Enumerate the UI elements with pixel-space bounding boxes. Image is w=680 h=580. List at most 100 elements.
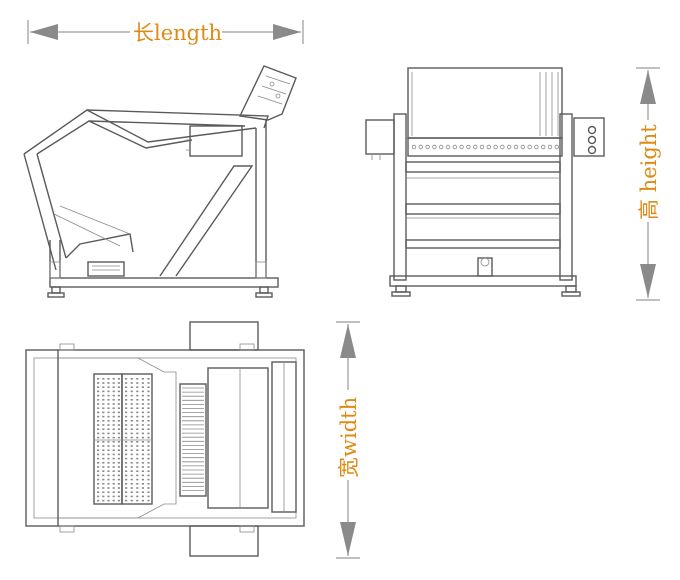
perforation-hole xyxy=(136,382,139,384)
perforation-hole xyxy=(141,462,144,464)
perforation-hole xyxy=(130,478,133,481)
perforation-hole xyxy=(97,382,100,384)
nozzle-icon xyxy=(432,144,437,150)
perforation-hole xyxy=(130,420,133,422)
perforation-hole xyxy=(125,432,128,435)
perforation-hole xyxy=(117,487,120,489)
perforation-hole xyxy=(130,445,133,447)
perforation-hole xyxy=(102,483,105,485)
side-view xyxy=(23,65,297,298)
perforation-hole xyxy=(147,449,150,451)
front-control-panel xyxy=(573,117,605,157)
perforation-hole xyxy=(97,470,100,472)
nozzle-icon xyxy=(493,144,498,150)
perforation-hole xyxy=(136,487,139,489)
perforation-hole xyxy=(130,487,133,489)
perforation-hole xyxy=(136,428,139,430)
perforation-hole xyxy=(130,386,133,388)
perforation-hole xyxy=(107,403,110,405)
perforation-hole xyxy=(141,491,144,493)
perforation-hole xyxy=(97,491,100,493)
perforation-hole xyxy=(147,415,150,418)
perforation-hole xyxy=(117,432,120,435)
perforation-hole xyxy=(136,390,139,393)
perforation-hole xyxy=(117,424,120,426)
perforation-hole xyxy=(107,415,110,418)
perforation-hole xyxy=(102,390,105,393)
perforation-hole xyxy=(117,382,120,384)
perforation-hole xyxy=(141,399,144,401)
perforation-hole xyxy=(136,432,139,435)
perforation-hole xyxy=(130,399,133,401)
nozzle-icon xyxy=(507,144,512,150)
perforation-hole xyxy=(147,407,150,409)
perforation-hole xyxy=(125,466,128,468)
perforation-hole xyxy=(136,499,139,502)
perforation-hole xyxy=(102,449,105,451)
perforation-hole xyxy=(112,441,115,443)
perforation-hole xyxy=(97,462,100,464)
perforation-hole xyxy=(112,495,115,498)
side-foot-right xyxy=(259,286,269,294)
perforation-hole xyxy=(136,470,139,472)
perforation-hole xyxy=(112,483,115,485)
front-button-2-icon xyxy=(587,135,597,145)
perforation-hole xyxy=(117,478,120,481)
perforation-hole xyxy=(136,420,139,422)
perforation-hole xyxy=(112,457,115,460)
perforation-hole xyxy=(107,390,110,393)
perforation-hole xyxy=(97,428,100,430)
perforation-hole xyxy=(107,378,110,380)
perforation-hole xyxy=(97,478,100,481)
perforation-hole xyxy=(136,453,139,456)
perforation-hole xyxy=(130,390,133,393)
perforation-hole xyxy=(117,491,120,493)
perforation-hole xyxy=(147,420,150,422)
perforation-hole xyxy=(107,453,110,456)
perforation-hole xyxy=(147,424,150,426)
perforation-hole xyxy=(107,499,110,502)
top-ejector-block xyxy=(179,383,207,497)
perforation-hole xyxy=(117,449,120,451)
nozzle-icon xyxy=(425,144,430,150)
perforation-hole xyxy=(97,420,100,422)
perforation-hole xyxy=(130,424,133,426)
perforation-hole xyxy=(125,436,128,439)
perforation-hole xyxy=(141,495,144,498)
perforation-hole xyxy=(107,399,110,401)
perforation-hole xyxy=(141,483,144,485)
side-elevator-head xyxy=(238,65,297,121)
perforation-hole xyxy=(112,436,115,439)
perforation-hole xyxy=(141,478,144,481)
perforation-hole xyxy=(141,453,144,456)
perforation-hole xyxy=(125,499,128,502)
perforation-hole xyxy=(102,491,105,493)
nozzle-icon xyxy=(541,144,546,150)
perforation-hole xyxy=(107,424,110,426)
front-foot-left xyxy=(395,285,407,293)
perforation-hole xyxy=(125,407,128,409)
perforation-hole xyxy=(112,390,115,393)
perforation-hole xyxy=(102,394,105,397)
perforation-hole xyxy=(130,415,133,418)
perforation-hole xyxy=(141,420,144,422)
nozzle-icon xyxy=(486,144,491,150)
perforation-hole xyxy=(136,491,139,493)
perforation-hole xyxy=(125,411,128,414)
perforation-hole xyxy=(112,407,115,409)
perforation-hole xyxy=(117,390,120,393)
perforation-hole xyxy=(97,394,100,397)
length-dimension: 长length xyxy=(27,20,304,45)
perforation-hole xyxy=(112,470,115,472)
perforation-hole xyxy=(107,483,110,485)
perforation-hole xyxy=(136,407,139,409)
perforation-hole xyxy=(147,428,150,430)
perforation-hole xyxy=(147,386,150,388)
height-arrow-down-icon xyxy=(640,264,656,298)
perforation-hole xyxy=(147,495,150,498)
perforation-hole xyxy=(97,466,100,468)
perforation-hole xyxy=(117,428,120,430)
perforation-hole xyxy=(141,390,144,393)
perforation-hole xyxy=(136,424,139,426)
